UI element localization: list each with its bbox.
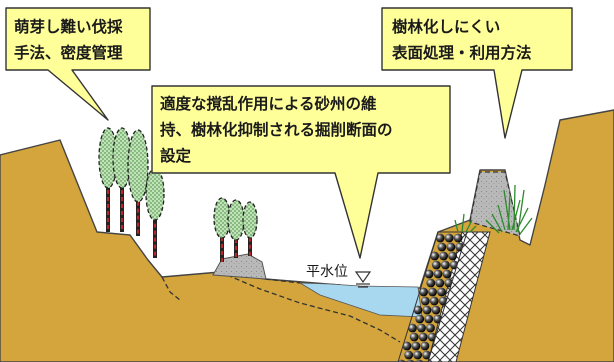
tree <box>213 197 231 262</box>
revetment-stone <box>437 242 447 252</box>
revetment-stone <box>402 341 412 351</box>
revetment-stone <box>417 323 426 333</box>
revetment-stone <box>431 305 441 315</box>
revetment-stone <box>409 332 419 342</box>
revetment-stone <box>426 323 435 333</box>
callout-left-line-2: 手法、密度管理 <box>14 43 123 62</box>
gravel-slope-right <box>469 171 521 237</box>
callout-center-bubble <box>151 85 451 259</box>
revetment-stone <box>420 296 430 306</box>
revetment-stone <box>422 305 432 315</box>
tree <box>227 199 245 258</box>
revetment-stone <box>437 287 446 297</box>
revetment-stone <box>444 233 454 243</box>
revetment-stone <box>424 269 434 279</box>
revetment-stone <box>420 341 430 351</box>
revetment-stone <box>408 323 417 333</box>
callout-center-line-1: 適度な撹乱作用による砂州の維 <box>160 94 377 113</box>
callout-right-line-1: 樹林化しにくい <box>392 17 500 36</box>
trees-mid-bar <box>213 197 258 262</box>
callout-center-line-2: 持、樹林化抑制される掘削断面の <box>160 120 393 139</box>
callout-left-line-1: 萌芽し難い伐採 <box>14 17 123 36</box>
trees-left-bank <box>98 127 165 258</box>
callout-left-bubble <box>5 7 151 121</box>
revetment-stone <box>442 269 452 279</box>
tree <box>98 127 118 232</box>
tree <box>242 201 258 256</box>
callout-right-bubble <box>381 7 573 139</box>
revetment-stone <box>424 314 434 324</box>
tree <box>112 127 132 232</box>
excavation-line <box>161 271 401 343</box>
grass-tuft <box>454 184 533 235</box>
revetment-stone <box>411 341 421 351</box>
revetment-stone <box>446 242 456 252</box>
revetment-stone <box>422 350 432 360</box>
water-level-marker <box>354 271 372 288</box>
callout-center-line-3: 設定 <box>160 146 192 165</box>
revetment-stone <box>430 251 440 261</box>
tree <box>127 129 149 236</box>
tree <box>145 167 165 258</box>
revetment-stone <box>419 287 428 297</box>
revetment-stone <box>415 314 425 324</box>
revetment-stone <box>426 278 436 288</box>
revetment-stone <box>435 233 445 243</box>
revetment-stone <box>428 287 437 297</box>
revetment-stone <box>418 332 428 342</box>
revetment-stone <box>413 305 423 315</box>
revetment-stone <box>435 278 445 288</box>
revetment-stone <box>429 296 439 306</box>
revetment-stone <box>453 233 463 243</box>
revetment-stone <box>413 350 423 360</box>
revetment-stone <box>448 251 458 261</box>
excavation-line-upper <box>264 278 301 284</box>
revetment-stone <box>431 260 441 270</box>
callout-right-line-2: 表面処理・利用方法 <box>391 43 532 62</box>
revetment-stone <box>439 251 449 261</box>
revetment-stone <box>404 350 414 360</box>
revetment-stone <box>433 269 443 279</box>
water-level-label: 平水位 <box>306 264 348 280</box>
revetment-stone <box>440 260 450 270</box>
